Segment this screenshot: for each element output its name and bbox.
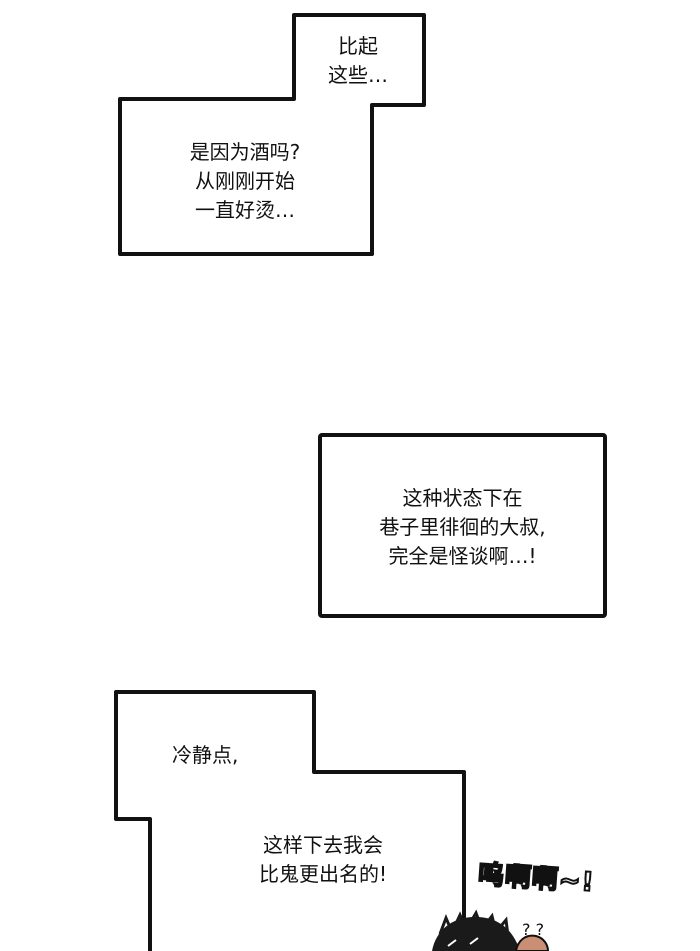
caption-line: 冷静点, — [172, 743, 239, 767]
caption-box-1-text-bottom: 是因为酒吗? 从刚刚开始 一直好烫… — [160, 138, 330, 225]
caption-line: 从刚刚开始 — [195, 169, 295, 193]
caption-line: 比鬼更出名的! — [258, 862, 388, 886]
caption-line: 一直好烫… — [195, 198, 295, 222]
caption-box-1-outline — [118, 13, 426, 256]
caption-box-1-text-top: 比起 这些… — [318, 32, 398, 90]
caption-line: 这种状态下在 — [402, 486, 523, 510]
caption-box-2-text: 这种状态下在 巷子里徘徊的大叔, 完全是怪谈啊…! — [340, 484, 585, 571]
caption-box-2-outline — [318, 433, 607, 618]
caption-box-3-text-top: 冷静点, — [150, 741, 290, 770]
caption-line: 这样下去我会 — [263, 833, 383, 857]
question-marks: ? ? — [522, 920, 544, 939]
caption-line: 这些… — [328, 63, 388, 87]
caption-line: 完全是怪谈啊…! — [388, 544, 537, 568]
caption-line: 是因为酒吗? — [189, 140, 301, 164]
caption-box-3-text-bottom: 这样下去我会 比鬼更出名的! — [228, 831, 418, 889]
caption-line: 比起 — [338, 34, 378, 58]
caption-line: 巷子里徘徊的大叔, — [379, 515, 546, 539]
character-head — [432, 909, 550, 951]
caption-box-3-outline — [114, 690, 466, 951]
